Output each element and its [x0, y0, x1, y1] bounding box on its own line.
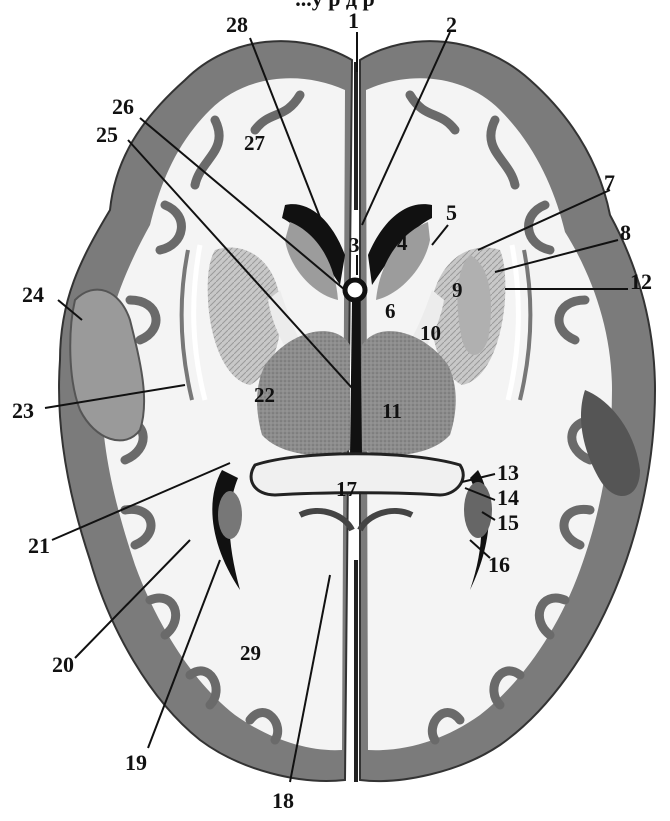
- label-24: 24: [22, 282, 44, 307]
- label-16: 16: [488, 552, 510, 577]
- label-26: 26: [112, 94, 134, 119]
- right-hippocampus: [464, 482, 492, 538]
- third-ventricle: [350, 300, 362, 455]
- label-2: 2: [446, 12, 457, 37]
- fornix-column: [345, 280, 365, 300]
- label-28: 28: [226, 12, 248, 37]
- label-15: 15: [497, 510, 519, 535]
- label-29: 29: [240, 641, 261, 665]
- label-7: 7: [604, 170, 615, 195]
- label-6: 6: [385, 299, 396, 323]
- splenium: [251, 454, 463, 495]
- label-12: 12: [630, 269, 652, 294]
- label-14: 14: [497, 485, 519, 510]
- label-11: 11: [382, 399, 402, 423]
- page-title-cut: ...у р д р: [0, 0, 670, 12]
- label-10: 10: [420, 321, 441, 345]
- label-3: 3: [349, 233, 360, 257]
- label-18: 18: [272, 788, 294, 813]
- label-8: 8: [620, 220, 631, 245]
- label-13: 13: [497, 460, 519, 485]
- label-19: 19: [125, 750, 147, 775]
- label-22: 22: [254, 383, 275, 407]
- label-25: 25: [96, 122, 118, 147]
- label-17: 17: [336, 477, 357, 501]
- label-4: 4: [397, 231, 408, 255]
- label-5: 5: [446, 200, 457, 225]
- label-20: 20: [52, 652, 74, 677]
- left-hippocampus: [218, 491, 242, 539]
- label-9: 9: [452, 278, 463, 302]
- label-21: 21: [28, 533, 50, 558]
- label-27: 27: [244, 131, 265, 155]
- label-23: 23: [12, 398, 34, 423]
